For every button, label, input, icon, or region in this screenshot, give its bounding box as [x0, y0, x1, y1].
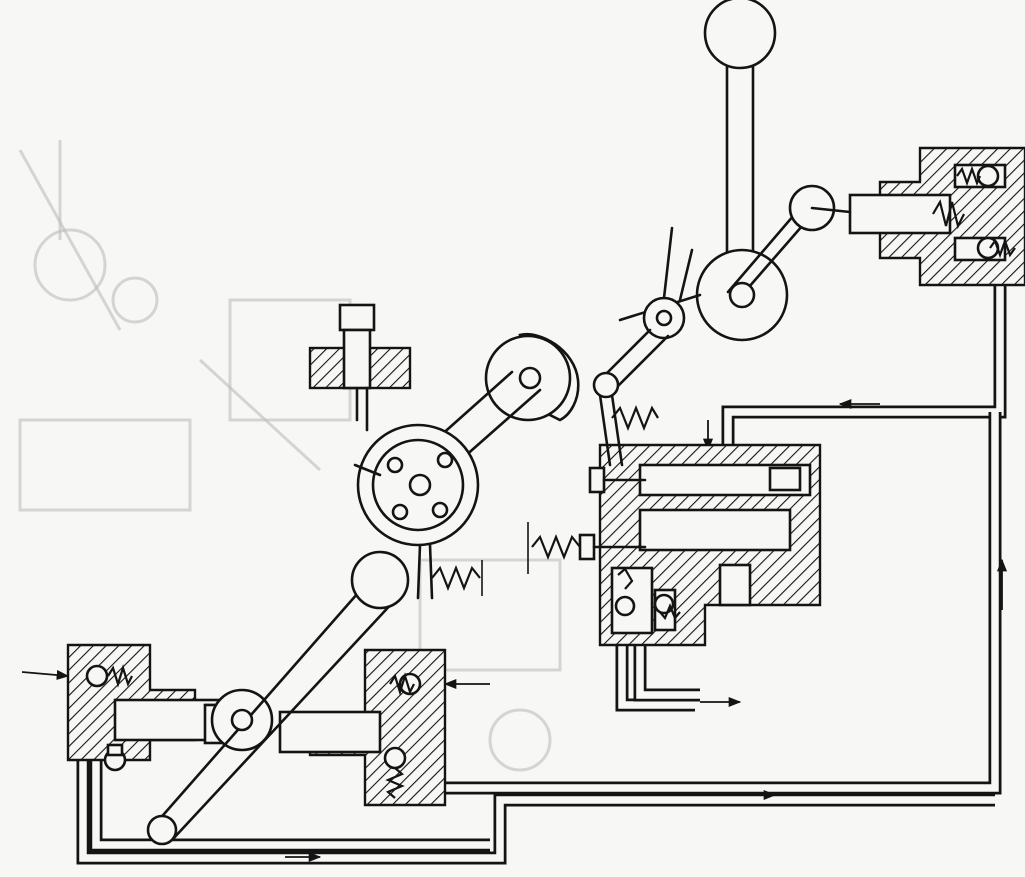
ball-check-valve-icon	[383, 746, 407, 770]
spring-icon	[385, 767, 405, 799]
rotary-cam-assembly	[308, 303, 580, 600]
spring-icon	[389, 672, 415, 696]
spring-icon	[617, 567, 634, 590]
spring-icon	[989, 237, 1016, 259]
ball-check-valve-icon	[85, 664, 109, 688]
spring-icon	[932, 199, 965, 230]
upper-right-valve-block	[848, 146, 1025, 287]
ball-check-valve-icon	[614, 595, 636, 617]
spring-icon	[431, 565, 481, 591]
lower-centre-valve-block	[278, 648, 447, 807]
background-ghost-drawing	[18, 140, 562, 772]
spool-valve-block	[527, 371, 822, 647]
control-lever-assembly	[598, 0, 852, 388]
spring-icon	[956, 165, 982, 187]
lower-lever-assembly	[146, 550, 410, 846]
spring-icon	[611, 405, 659, 431]
spring-icon	[107, 664, 133, 688]
ball-check-valve-icon	[976, 164, 1000, 188]
flow-arrows	[21, 398, 1008, 863]
control-lever-icon	[725, 53, 755, 282]
spring-icon	[531, 534, 581, 560]
spring-icon	[659, 603, 681, 621]
lower-left-valve-block	[66, 643, 227, 772]
lever-knob	[703, 0, 777, 70]
flow-arrow-icon	[21, 669, 70, 681]
